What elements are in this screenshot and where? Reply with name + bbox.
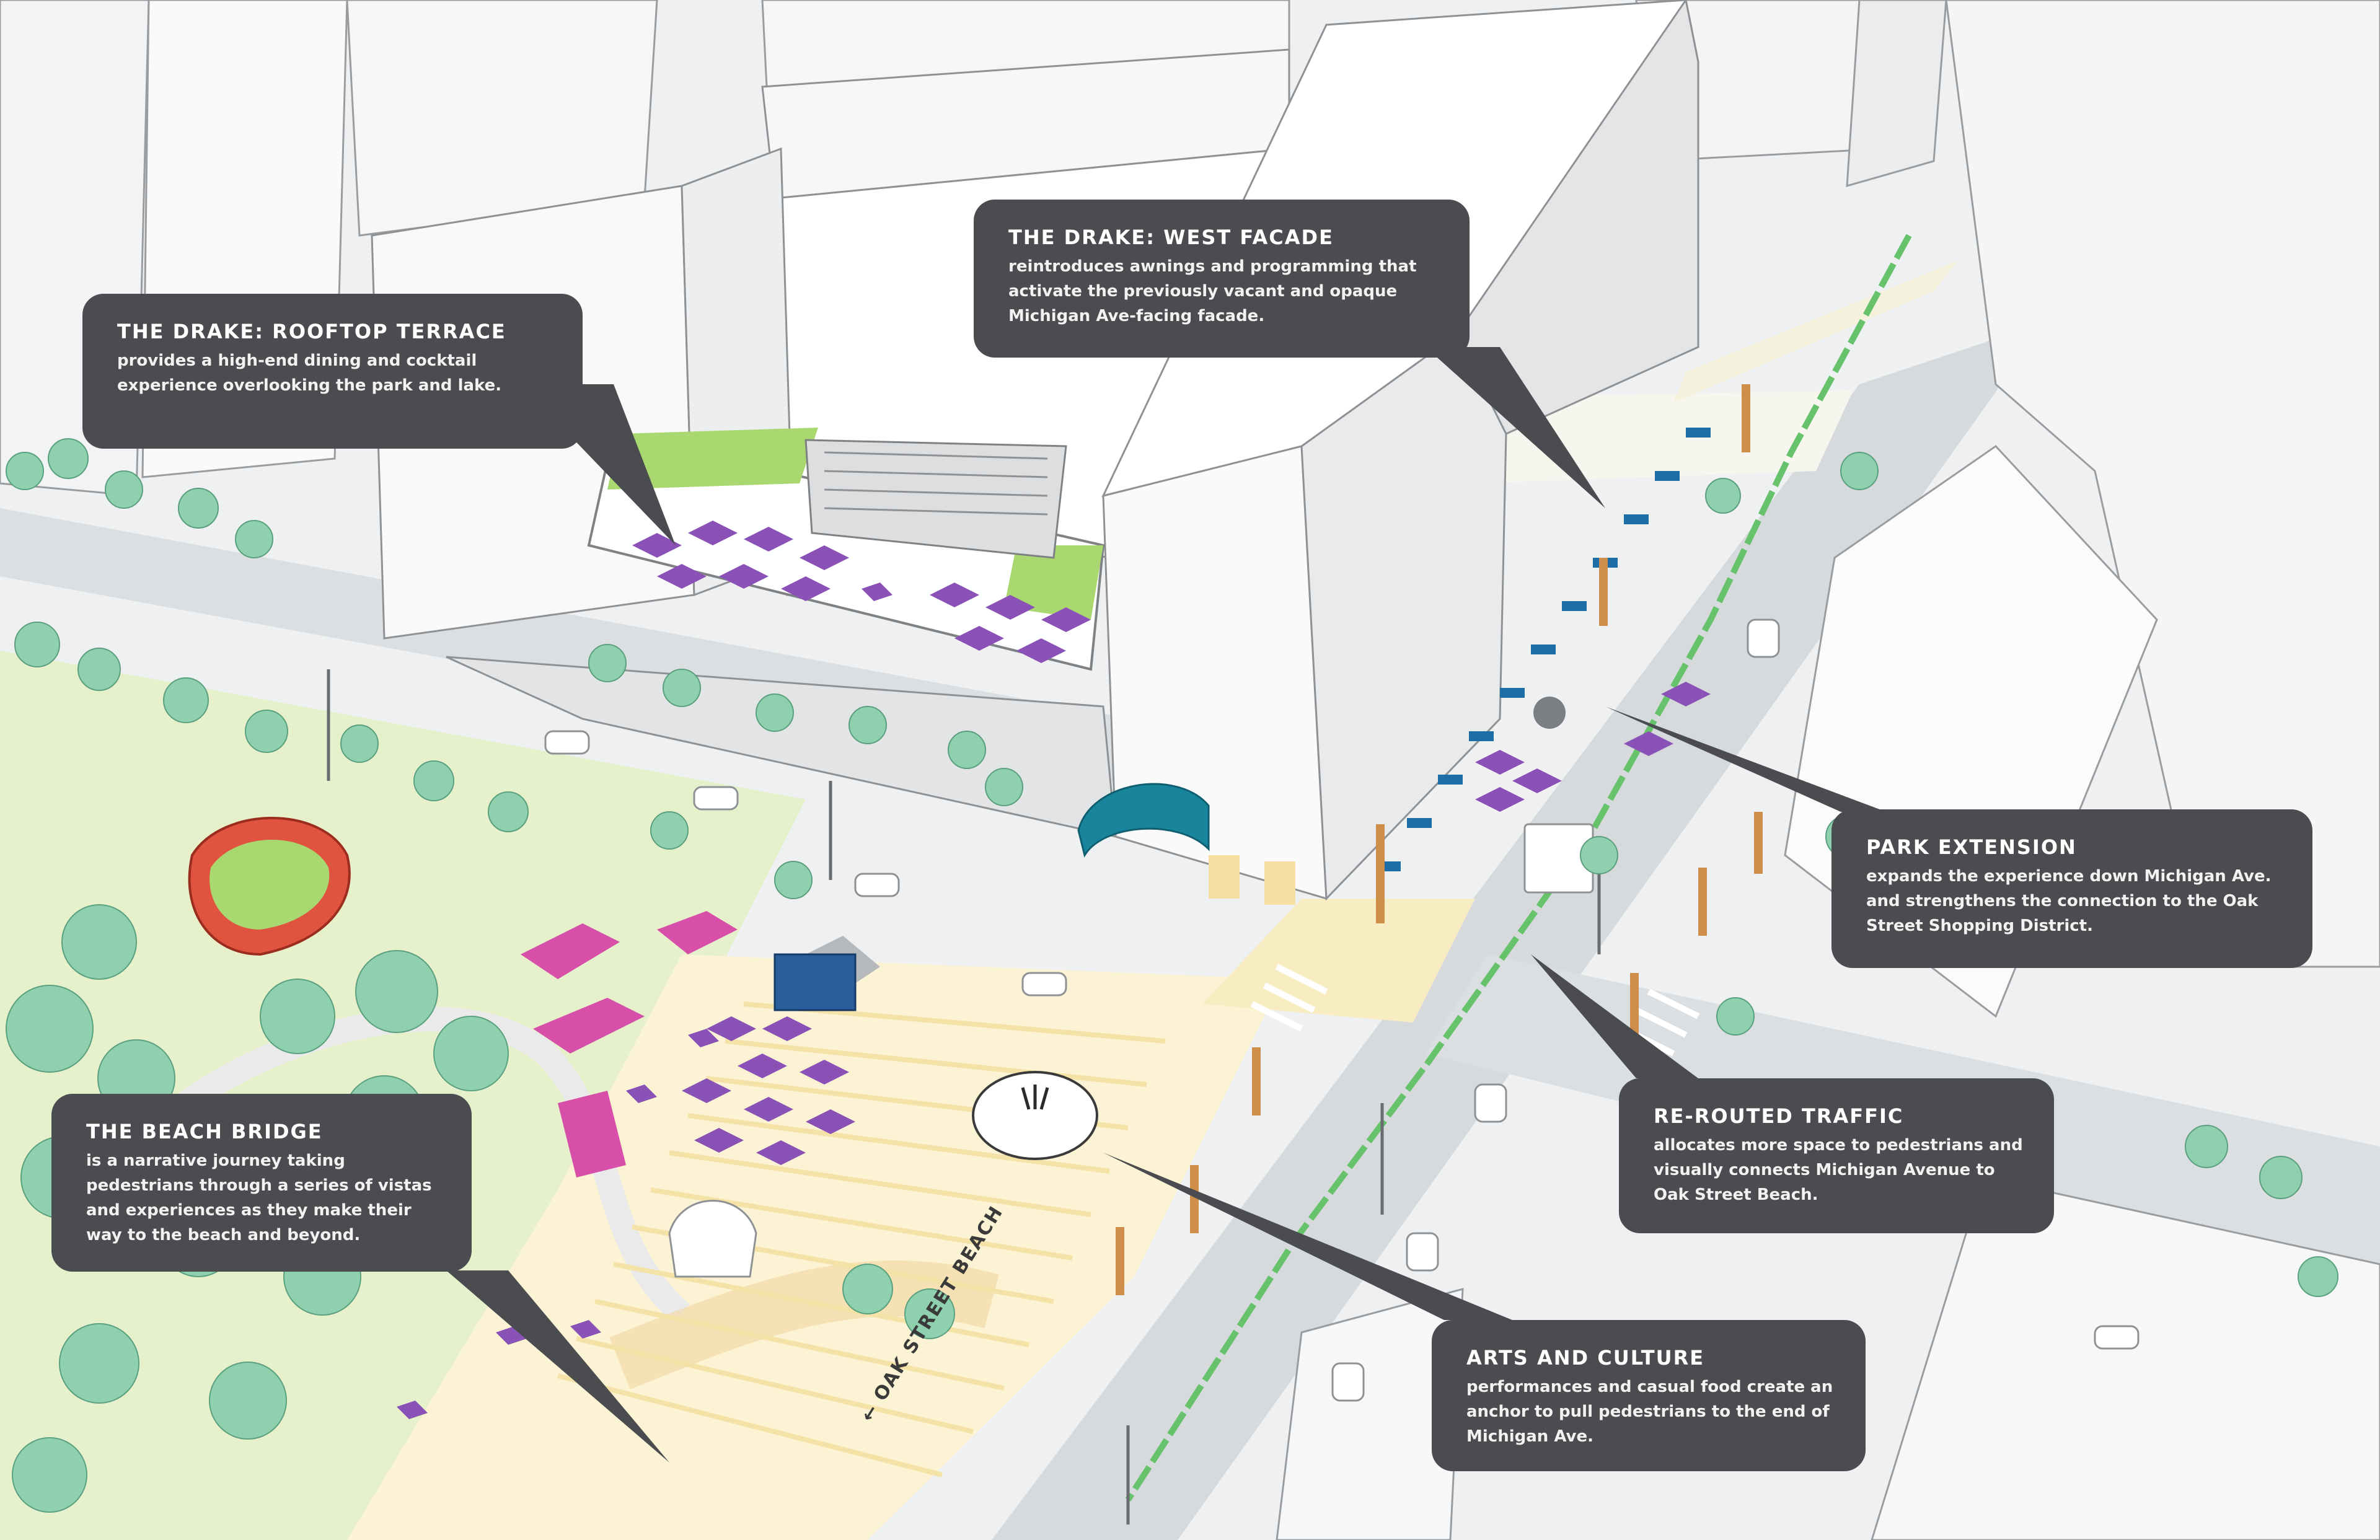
callout-beach-bridge: THE BEACH BRIDGE is a narrative journey … (51, 1094, 472, 1272)
garage-door-1 (1209, 855, 1240, 899)
callout-pointers (446, 347, 1903, 1463)
callout-beach-bridge-line-2: pedestrians through a series of vistas (86, 1176, 432, 1195)
callout-arts-culture-line-2: anchor to pull pedestrians to the end of (1466, 1402, 1830, 1421)
callout-rooftop-terrace: THE DRAKE: ROOFTOP TERRACE provides a hi… (82, 294, 583, 449)
mechanical-louvers (824, 451, 1048, 516)
callout-arts-culture-line-1: performances and casual food create an (1466, 1378, 1833, 1396)
far-sidewalk (1673, 260, 1959, 403)
callout-west-facade-line-3: Michigan Ave-facing facade. (1008, 307, 1265, 325)
callout-beach-bridge-line-1: is a narrative journey taking (86, 1151, 345, 1170)
callout-park-extension-line-2: and strengthens the connection to the Oa… (1866, 892, 2259, 910)
kiosk (774, 953, 857, 1011)
rotunda-green-roof (209, 840, 330, 930)
drake-base (446, 656, 1117, 838)
callout-arts-culture: ARTS AND CULTURE performances and casual… (1432, 1320, 1866, 1471)
callout-beach-bridge-line-3: and experiences as they make their (86, 1201, 412, 1220)
pink-pavilion-2 (533, 998, 645, 1054)
rooftop-lawn-east (1004, 545, 1103, 620)
building-southeast (1871, 1176, 2380, 1540)
callout-rooftop-terrace-line-1: provides a high-end dining and cocktail (117, 351, 477, 370)
vehicles (544, 618, 2140, 1402)
y-benches (397, 583, 892, 1419)
gazebo (668, 1200, 757, 1278)
callout-re-routed-traffic-line-2: visually connects Michigan Avenue to (1654, 1161, 1995, 1179)
performance-sculpture (1021, 1085, 1049, 1110)
callout-west-facade-line-2: activate the previously vacant and opaqu… (1008, 282, 1398, 301)
callout-park-extension-title: PARK EXTENSION (1866, 835, 2077, 859)
building-east-narrow (1846, 0, 1947, 188)
plaza-umbrellas (682, 682, 1711, 1165)
garage-door-2 (1264, 861, 1295, 905)
pink-pavilion-3 (657, 911, 738, 954)
callout-rooftop-terrace-line-2: experience overlooking the park and lake… (117, 376, 502, 395)
building-south (1276, 1288, 1464, 1540)
pointer-arts-culture (1103, 1153, 1512, 1320)
sphere-sculpture (1533, 697, 1566, 729)
streetlights (327, 669, 1601, 1525)
callout-west-facade: THE DRAKE: WEST FACADE reintroduces awni… (974, 200, 1470, 358)
west-facade-awnings (1376, 428, 1711, 871)
pointer-west-facade (1426, 347, 1605, 508)
callout-park-extension-line-3: Street Shopping District. (1866, 917, 2093, 935)
totems (1116, 384, 1763, 1295)
pink-pavilion-1 (521, 923, 620, 979)
pointer-re-routed-traffic (1531, 954, 1698, 1078)
callout-re-routed-traffic-line-3: Oak Street Beach. (1654, 1186, 1818, 1204)
entry-canopy (1077, 783, 1210, 858)
callout-park-extension: PARK EXTENSION expands the experience do… (1831, 809, 2312, 968)
drake-main-block (1102, 445, 1328, 900)
callout-re-routed-traffic-title: RE-ROUTED TRAFFIC (1654, 1104, 1904, 1128)
callout-arts-culture-title: ARTS AND CULTURE (1466, 1346, 1705, 1370)
rooftop-umbrellas (632, 521, 1091, 663)
performance-circle (972, 1071, 1098, 1160)
callout-rooftop-terrace-title: THE DRAKE: ROOFTOP TERRACE (117, 320, 506, 343)
callout-park-extension-line-1: expands the experience down Michigan Ave… (1866, 867, 2272, 886)
rooftop-mechanical-structure (804, 439, 1067, 559)
rooftop-lawn (607, 428, 818, 490)
callout-re-routed-traffic-line-1: allocates more space to pedestrians and (1654, 1136, 2023, 1155)
callout-beach-bridge-title: THE BEACH BRIDGE (86, 1120, 323, 1143)
pointer-beach-bridge (446, 1270, 669, 1463)
callout-west-facade-title: THE DRAKE: WEST FACADE (1008, 226, 1334, 249)
callout-beach-bridge-line-4: way to the beach and beyond. (86, 1226, 361, 1244)
callout-west-facade-line-1: reintroduces awnings and programming tha… (1008, 257, 1417, 276)
callout-arts-culture-line-3: Michigan Ave. (1466, 1427, 1593, 1446)
pointer-park-extension (1605, 706, 1903, 818)
drake-tower-side (1455, 0, 1699, 435)
pink-pavilion-4 (558, 1091, 626, 1177)
plaza-paving-stripes (557, 1001, 1166, 1477)
callout-re-routed-traffic: RE-ROUTED TRAFFIC allocates more space t… (1619, 1078, 2054, 1233)
